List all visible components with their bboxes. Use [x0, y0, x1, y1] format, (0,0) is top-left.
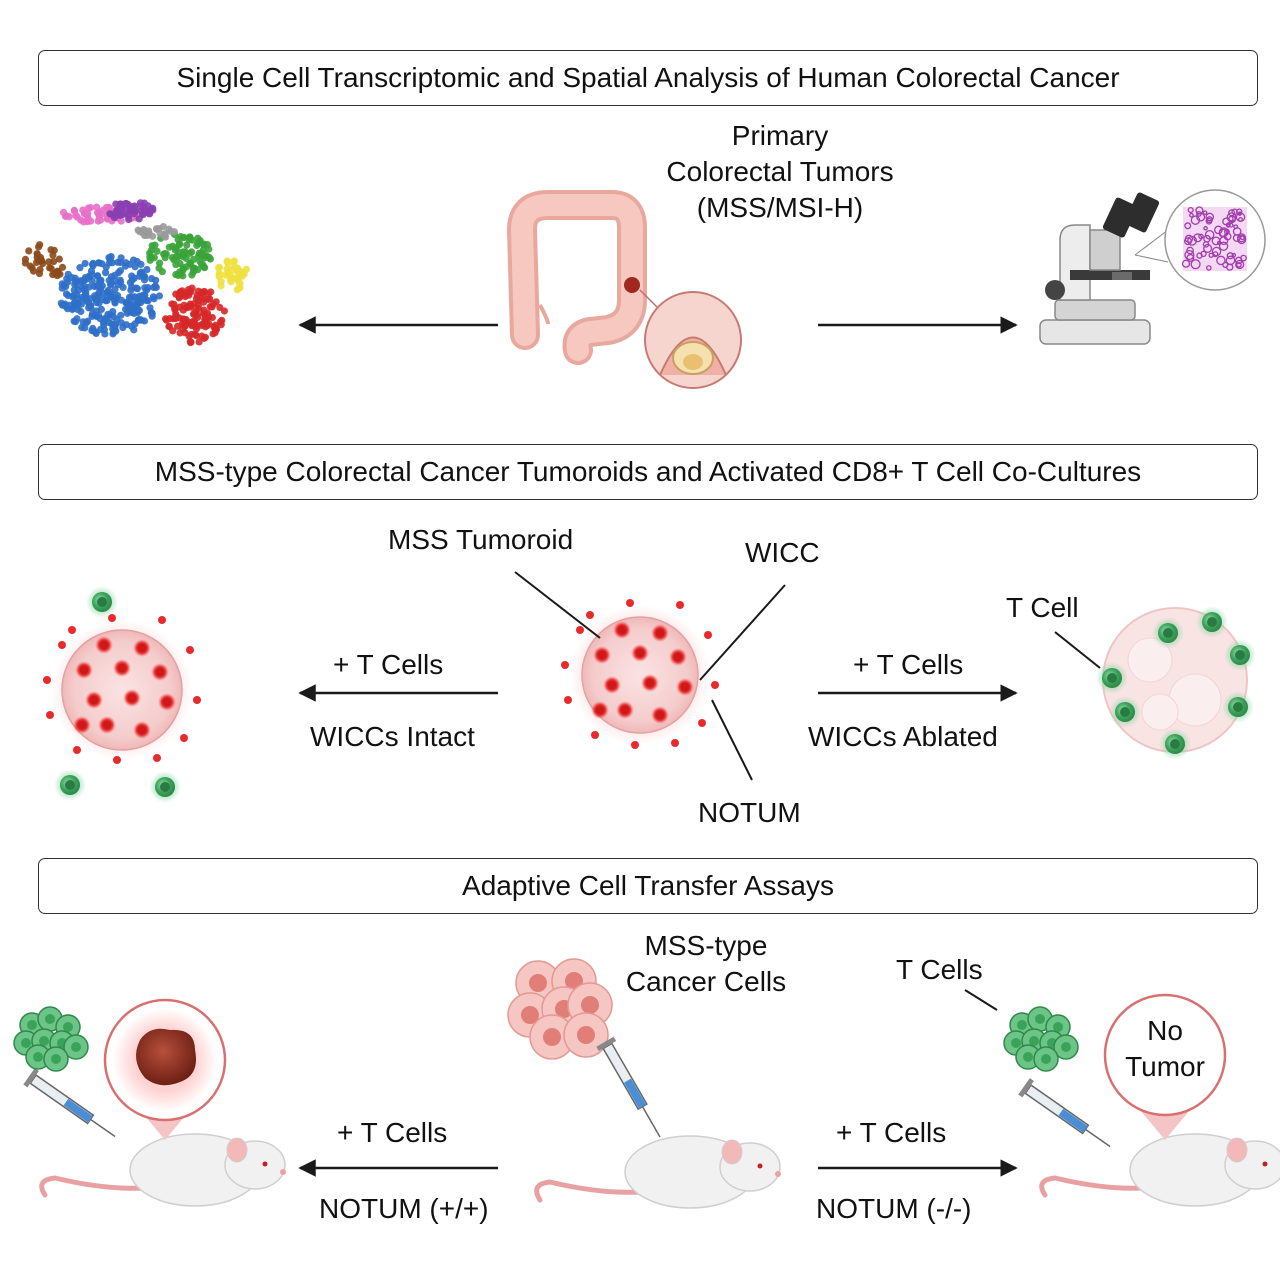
label-line: Tumor [1115, 1049, 1215, 1085]
microscope-icon [1040, 192, 1160, 344]
mouse-icon [1042, 1134, 1280, 1206]
umap-scatter-icon [22, 199, 250, 346]
mouse-icon [537, 1136, 781, 1208]
leader-line [1055, 632, 1100, 668]
arrow-label: WICCs Intact [310, 719, 475, 755]
arrow-label: NOTUM (+/+) [319, 1191, 489, 1227]
wicc-label: WICC [745, 535, 820, 571]
mss-tumoroid-label: MSS Tumoroid [388, 522, 573, 558]
label-line: Primary [640, 118, 920, 154]
arrow-label: + T Cells [836, 1115, 946, 1151]
t-cell-icon [1152, 617, 1184, 649]
no-tumor-label: No Tumor [1115, 1013, 1215, 1085]
syringe-icon [23, 1068, 120, 1145]
t-cell-icon [149, 771, 181, 803]
tumoroid-icon [508, 959, 612, 1059]
arrow-label: + T Cells [333, 647, 443, 683]
t-cell-icon [1096, 662, 1128, 694]
tumor-zoom-icon [640, 290, 741, 388]
t-cell-icon [86, 586, 118, 618]
syringe-icon [596, 1037, 668, 1142]
primary-tumor-label: Primary Colorectal Tumors (MSS/MSI-H) [640, 118, 920, 226]
t-cell-icon [1222, 691, 1254, 723]
cancer-cells-label: MSS-type Cancer Cells [606, 928, 806, 1000]
leader-line [700, 585, 785, 680]
leader-line [515, 572, 600, 638]
t-cells-label: T Cells [896, 952, 983, 988]
leader-line [712, 700, 752, 780]
label-line: Cancer Cells [606, 964, 806, 1000]
label-line: No [1115, 1013, 1215, 1049]
arrow-label: + T Cells [337, 1115, 447, 1151]
syringe-icon [1018, 1078, 1115, 1155]
arrow-label: + T Cells [853, 647, 963, 683]
mouse-icon [42, 1134, 286, 1206]
tumoroid-icon [561, 599, 719, 749]
label-line: (MSS/MSI-H) [640, 190, 920, 226]
t-cell-label: T Cell [1006, 590, 1079, 626]
notum-label: NOTUM [698, 795, 801, 831]
label-line: Colorectal Tumors [640, 154, 920, 190]
leader-line [965, 990, 997, 1010]
t-cell-icon [1196, 606, 1228, 638]
t-cell-icon [1224, 639, 1256, 671]
arrow-label: NOTUM (-/-) [816, 1191, 972, 1227]
label-line: MSS-type [606, 928, 806, 964]
t-cell-icon [14, 1007, 88, 1071]
t-cell-icon [1159, 728, 1191, 760]
t-cell-icon [1004, 1007, 1078, 1071]
tumoroid-icon [43, 614, 201, 764]
t-cell-icon [1109, 696, 1141, 728]
arrow-label: WICCs Ablated [808, 719, 998, 755]
tumor-mass-icon [136, 1029, 196, 1085]
t-cell-icon [54, 769, 86, 801]
colon-icon [522, 205, 640, 350]
tumor-zoom-icon [105, 1000, 225, 1140]
